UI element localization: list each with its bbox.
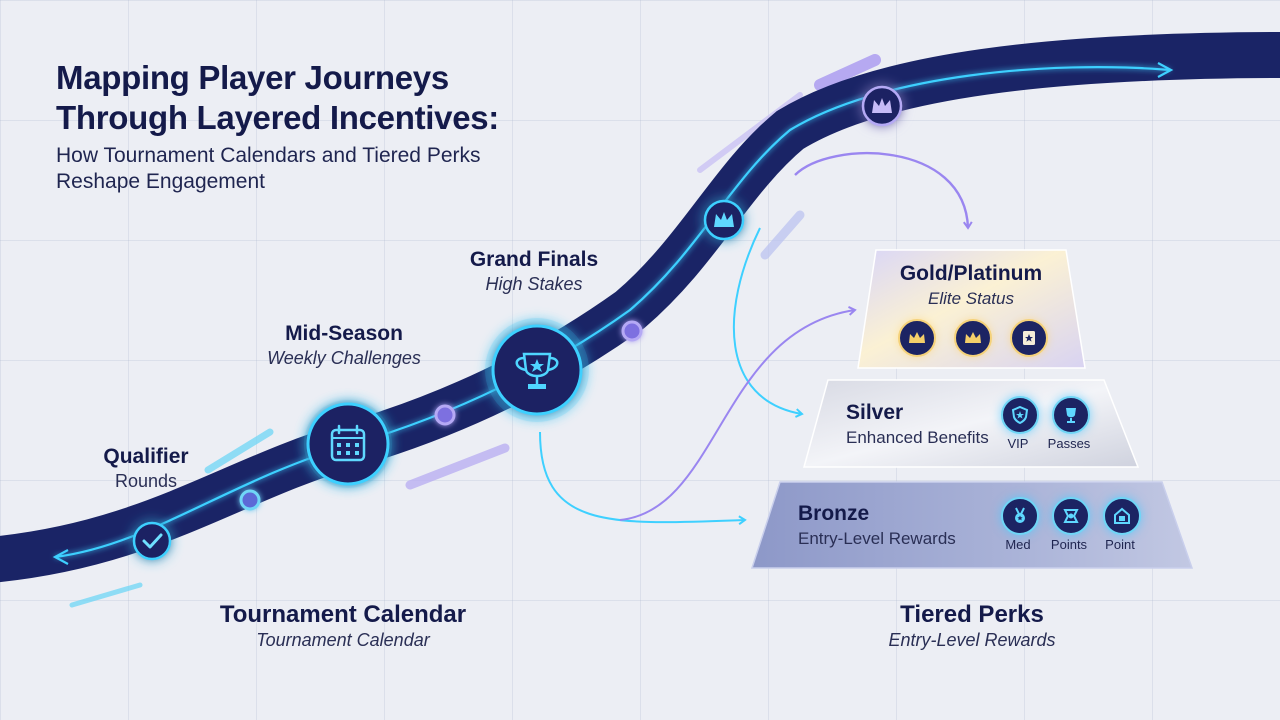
section-perks-subtitle: Entry-Level Rewards bbox=[888, 630, 1056, 650]
road-dot bbox=[239, 489, 261, 511]
road-dot bbox=[434, 404, 456, 426]
silver-badge-passes-label: Passes bbox=[1047, 436, 1091, 451]
trophy-icon bbox=[515, 352, 559, 389]
page-title-line1: Mapping Player Journeys bbox=[56, 59, 449, 96]
check-icon bbox=[142, 533, 163, 549]
gold-badge-crown-2 bbox=[954, 319, 992, 357]
crown-icon bbox=[714, 212, 734, 227]
qualifier-node bbox=[132, 521, 172, 561]
gold-badge-crown-1 bbox=[898, 319, 936, 357]
stage-mid-season-subtitle: Weekly Challenges bbox=[267, 348, 421, 368]
bronze-badge-points-label: Points bbox=[1050, 537, 1088, 552]
silver-badge-vip bbox=[1001, 396, 1039, 434]
crown-icon bbox=[965, 332, 981, 343]
tier-gold-name: Gold/Platinum bbox=[899, 262, 1043, 285]
arrow-finals-to-bronze bbox=[539, 431, 747, 526]
point-icon bbox=[1114, 507, 1130, 524]
medal-icon bbox=[1015, 507, 1025, 523]
silver-badge-passes bbox=[1052, 396, 1090, 434]
page-title: Mapping Player Journeys Through Layered … bbox=[56, 58, 499, 138]
tier-silver-card bbox=[803, 379, 1140, 468]
crown-icon bbox=[909, 332, 925, 343]
star-card-icon bbox=[1023, 331, 1035, 345]
stage-qualifier-subtitle: Rounds bbox=[114, 471, 178, 491]
arrow-road-to-silver bbox=[732, 227, 804, 418]
journey-road-lane bbox=[54, 66, 1171, 559]
section-calendar-title: Tournament Calendar bbox=[219, 601, 467, 628]
road-crown-node-1 bbox=[703, 199, 745, 241]
gold-badge-star-card bbox=[1010, 319, 1048, 357]
tier-silver-name: Silver bbox=[846, 401, 904, 424]
mid-season-node bbox=[304, 400, 392, 488]
road-crown-node-2 bbox=[861, 85, 903, 127]
bronze-badge-point-label: Point bbox=[1105, 537, 1135, 552]
points-icon bbox=[1063, 509, 1079, 523]
arrow-bronze-loop-to-gold bbox=[619, 306, 857, 521]
bronze-badge-med bbox=[1001, 497, 1039, 535]
page-subtitle: How Tournament Calendars and Tiered Perk… bbox=[56, 143, 481, 195]
stage-qualifier-title: Qualifier bbox=[103, 445, 189, 468]
grand-finals-node bbox=[485, 318, 589, 422]
crown-icon bbox=[872, 98, 892, 113]
vip-shield-icon bbox=[1011, 405, 1029, 425]
page-title-line2: Through Layered Incentives: bbox=[56, 99, 499, 136]
page-subtitle-line1: How Tournament Calendars and Tiered Perk… bbox=[56, 144, 481, 167]
stage-grand-finals-subtitle: High Stakes bbox=[485, 274, 583, 294]
tier-bronze-subtitle: Entry-Level Rewards bbox=[798, 529, 956, 548]
bronze-badge-points bbox=[1052, 497, 1090, 535]
stage-grand-finals-title: Grand Finals bbox=[469, 248, 599, 271]
section-calendar-subtitle: Tournament Calendar bbox=[256, 630, 430, 650]
calendar-icon bbox=[330, 424, 366, 462]
tier-gold-subtitle: Elite Status bbox=[928, 289, 1014, 308]
tier-silver-subtitle: Enhanced Benefits bbox=[846, 428, 989, 447]
tier-bronze-name: Bronze bbox=[798, 502, 870, 525]
road-start-arrow bbox=[52, 549, 69, 565]
road-end-arrow bbox=[1157, 62, 1174, 78]
section-perks-title: Tiered Perks bbox=[900, 601, 1044, 628]
stage-mid-season-title: Mid-Season bbox=[285, 322, 403, 345]
bronze-badge-med-label: Med bbox=[1005, 537, 1031, 552]
road-dot bbox=[621, 320, 643, 342]
silver-badge-vip-label: VIP bbox=[1007, 436, 1029, 451]
arrow-road-to-gold bbox=[794, 152, 973, 230]
trophy-icon bbox=[1066, 408, 1076, 423]
page-subtitle-line2: Reshape Engagement bbox=[56, 170, 265, 193]
bronze-badge-point bbox=[1103, 497, 1141, 535]
